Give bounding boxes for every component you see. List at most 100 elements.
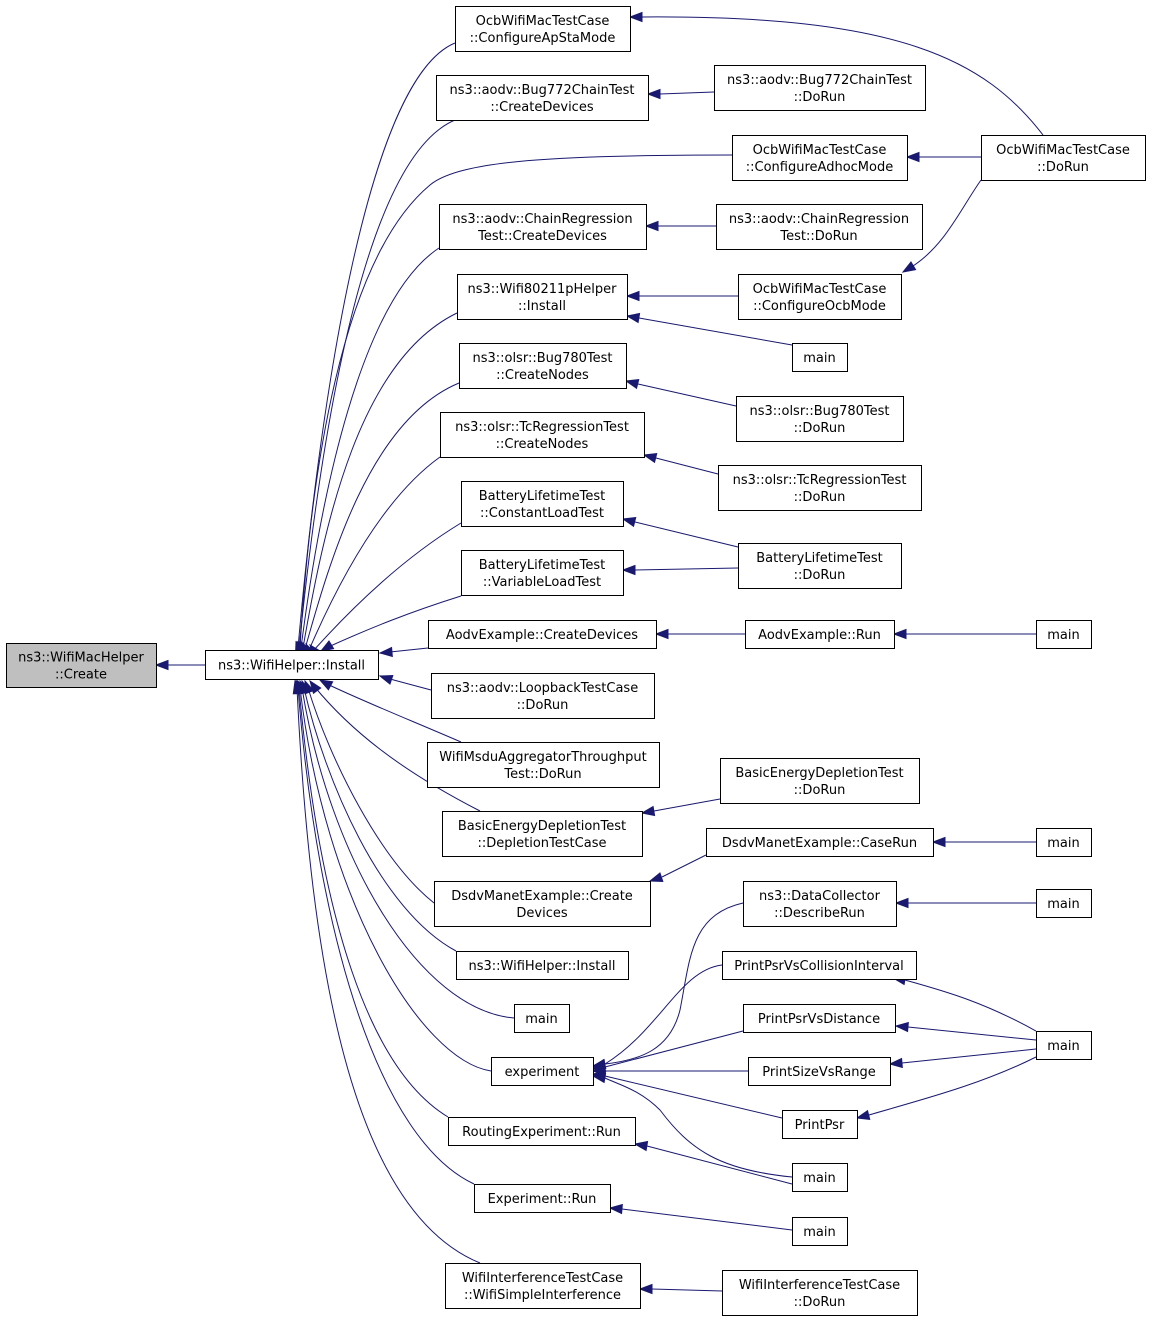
node-experiment[interactable]: experiment bbox=[491, 1057, 594, 1086]
node-batt-const[interactable]: BatteryLifetimeTest::ConstantLoadTest bbox=[461, 481, 624, 527]
call-edge-31 bbox=[634, 567, 739, 571]
arrowhead-icon bbox=[319, 640, 335, 652]
node-main-psr[interactable]: main bbox=[1036, 1031, 1092, 1060]
call-edge-35 bbox=[661, 854, 707, 878]
node-dsdv-create[interactable]: DsdvManetExample::CreateDevices bbox=[434, 881, 651, 927]
node-box bbox=[434, 881, 651, 927]
node-label-line: Devices bbox=[516, 906, 567, 921]
node-label-line: main bbox=[525, 1012, 557, 1027]
node-label-line: ::VariableLoadTest bbox=[483, 575, 601, 590]
node-label-line: ns3::aodv::ChainRegression bbox=[729, 212, 909, 227]
node-root[interactable]: ns3::WifiMacHelper::Create bbox=[6, 643, 157, 688]
node-label-line: ::DescribeRun bbox=[774, 906, 865, 921]
node-main-exp[interactable]: main bbox=[792, 1217, 848, 1246]
node-label-line: main bbox=[803, 1225, 835, 1240]
node-exp-run[interactable]: Experiment::Run bbox=[474, 1184, 611, 1213]
node-aodv-create[interactable]: AodvExample::CreateDevices bbox=[428, 620, 657, 649]
call-edge-7 bbox=[308, 456, 441, 651]
arrowhead-icon bbox=[640, 805, 656, 817]
node-box bbox=[461, 481, 624, 527]
node-label-line: ns3::WifiHelper::Install bbox=[218, 659, 365, 674]
node-box bbox=[457, 274, 628, 320]
node-label-line: PrintPsrVsCollisionInterval bbox=[734, 959, 904, 974]
node-data-collector[interactable]: ns3::DataCollector::DescribeRun bbox=[743, 881, 897, 927]
call-edge-40 bbox=[604, 1030, 744, 1068]
call-edge-14 bbox=[307, 687, 435, 904]
node-batt-run[interactable]: BatteryLifetimeTest::DoRun bbox=[738, 543, 902, 589]
node-psr-coll[interactable]: PrintPsrVsCollisionInterval bbox=[722, 951, 917, 980]
node-label-line: ns3::aodv::Bug772ChainTest bbox=[727, 73, 912, 88]
node-label-line: main bbox=[1047, 628, 1079, 643]
call-edge-6 bbox=[304, 382, 460, 650]
call-edge-21 bbox=[641, 16, 1044, 136]
node-data-main[interactable]: main bbox=[1036, 889, 1092, 918]
node-bug780-create[interactable]: ns3::olsr::Bug780Test::CreateNodes bbox=[459, 343, 627, 389]
node-box bbox=[1036, 889, 1092, 918]
node-dsdv-main[interactable]: main bbox=[1036, 828, 1092, 857]
node-cfg-ocb[interactable]: OcbWifiMacTestCase::ConfigureOcbMode bbox=[738, 274, 902, 320]
arrowhead-icon bbox=[892, 628, 907, 640]
node-cfg-ap-sta[interactable]: OcbWifiMacTestCase::ConfigureApStaMode bbox=[455, 6, 631, 52]
node-box bbox=[792, 1217, 848, 1246]
node-depletion-case[interactable]: BasicEnergyDepletionTest::DepletionTestC… bbox=[442, 811, 643, 857]
node-box bbox=[514, 1004, 570, 1033]
node-tc-run[interactable]: ns3::olsr::TcRegressionTest::DoRun bbox=[718, 465, 922, 511]
node-dsdv-case-run[interactable]: DsdvManetExample::CaseRun bbox=[706, 828, 934, 857]
node-label-line: ns3::aodv::ChainRegression bbox=[452, 212, 632, 227]
arrowhead-icon bbox=[591, 1072, 607, 1084]
node-label-line: BatteryLifetimeTest bbox=[479, 558, 606, 573]
node-interf-simple[interactable]: WifiInterferenceTestCase::WifiSimpleInte… bbox=[445, 1263, 641, 1309]
node-bug780-run[interactable]: ns3::olsr::Bug780Test::DoRun bbox=[736, 396, 904, 442]
call-edge-2 bbox=[298, 119, 456, 649]
arrowhead-icon bbox=[642, 452, 658, 464]
arrowhead-icon bbox=[625, 312, 641, 324]
node-aodv-main[interactable]: main bbox=[1036, 620, 1092, 649]
node-label-line: ns3::olsr::TcRegressionTest bbox=[455, 420, 629, 435]
node-box bbox=[491, 1057, 594, 1086]
node-ocb-run[interactable]: OcbWifiMacTestCase::DoRun bbox=[981, 135, 1146, 181]
node-interf-run[interactable]: WifiInterferenceTestCase::DoRun bbox=[722, 1270, 918, 1316]
call-edge-12 bbox=[324, 682, 462, 743]
node-main-a[interactable]: main bbox=[514, 1004, 570, 1033]
node-depletion-run[interactable]: BasicEnergyDepletionTest::DoRun bbox=[720, 758, 920, 804]
node-aodv-run[interactable]: AodvExample::Run bbox=[745, 620, 895, 649]
node-batt-var[interactable]: BatteryLifetimeTest::VariableLoadTest bbox=[461, 550, 624, 596]
node-box bbox=[718, 465, 922, 511]
node-label-line: ns3::WifiMacHelper bbox=[18, 651, 144, 666]
node-wifi-install[interactable]: ns3::WifiHelper::Install bbox=[205, 650, 379, 680]
node-bug772-create[interactable]: ns3::aodv::Bug772ChainTest::CreateDevice… bbox=[436, 75, 649, 121]
node-tc-create[interactable]: ns3::olsr::TcRegressionTest::CreateNodes bbox=[440, 412, 645, 458]
call-edge-15 bbox=[303, 687, 457, 952]
node-bug772-run[interactable]: ns3::aodv::Bug772ChainTest::DoRun bbox=[714, 65, 926, 111]
call-edge-1 bbox=[297, 42, 456, 649]
node-loopback[interactable]: ns3::aodv::LoopbackTestCase::DoRun bbox=[431, 673, 655, 719]
node-box bbox=[456, 951, 629, 980]
node-routing-run[interactable]: RoutingExperiment::Run bbox=[448, 1117, 636, 1146]
node-w80211p-install[interactable]: ns3::Wifi80211pHelper::Install bbox=[457, 274, 628, 320]
node-label-line: ::DepletionTestCase bbox=[478, 836, 607, 851]
node-label-line: ::ConfigureAdhocMode bbox=[746, 160, 893, 175]
node-box bbox=[474, 1184, 611, 1213]
node-chain-create[interactable]: ns3::aodv::ChainRegressionTest::CreateDe… bbox=[439, 204, 647, 250]
node-box bbox=[736, 396, 904, 442]
node-label-line: ::CreateNodes bbox=[496, 368, 589, 383]
node-psr-dist[interactable]: PrintPsrVsDistance bbox=[743, 1004, 896, 1033]
node-cfg-adhoc[interactable]: OcbWifiMacTestCase::ConfigureAdhocMode bbox=[732, 135, 908, 181]
node-label-line: Test::DoRun bbox=[779, 229, 857, 244]
node-box bbox=[748, 1057, 891, 1086]
node-wifi-install2[interactable]: ns3::WifiHelper::Install bbox=[456, 951, 629, 980]
node-box bbox=[442, 811, 643, 857]
node-main-routing[interactable]: main bbox=[792, 1163, 848, 1192]
call-edge-22 bbox=[659, 91, 715, 95]
arrowhead-icon bbox=[855, 1109, 871, 1121]
arrowhead-icon bbox=[154, 659, 169, 671]
node-box bbox=[745, 620, 895, 649]
node-print-psr[interactable]: PrintPsr bbox=[782, 1110, 858, 1139]
node-label-line: BasicEnergyDepletionTest bbox=[458, 819, 626, 834]
node-size-range[interactable]: PrintSizeVsRange bbox=[748, 1057, 891, 1086]
node-main80211p[interactable]: main bbox=[792, 343, 848, 372]
call-edge-16 bbox=[301, 687, 515, 1019]
call-edge-5 bbox=[302, 312, 458, 649]
